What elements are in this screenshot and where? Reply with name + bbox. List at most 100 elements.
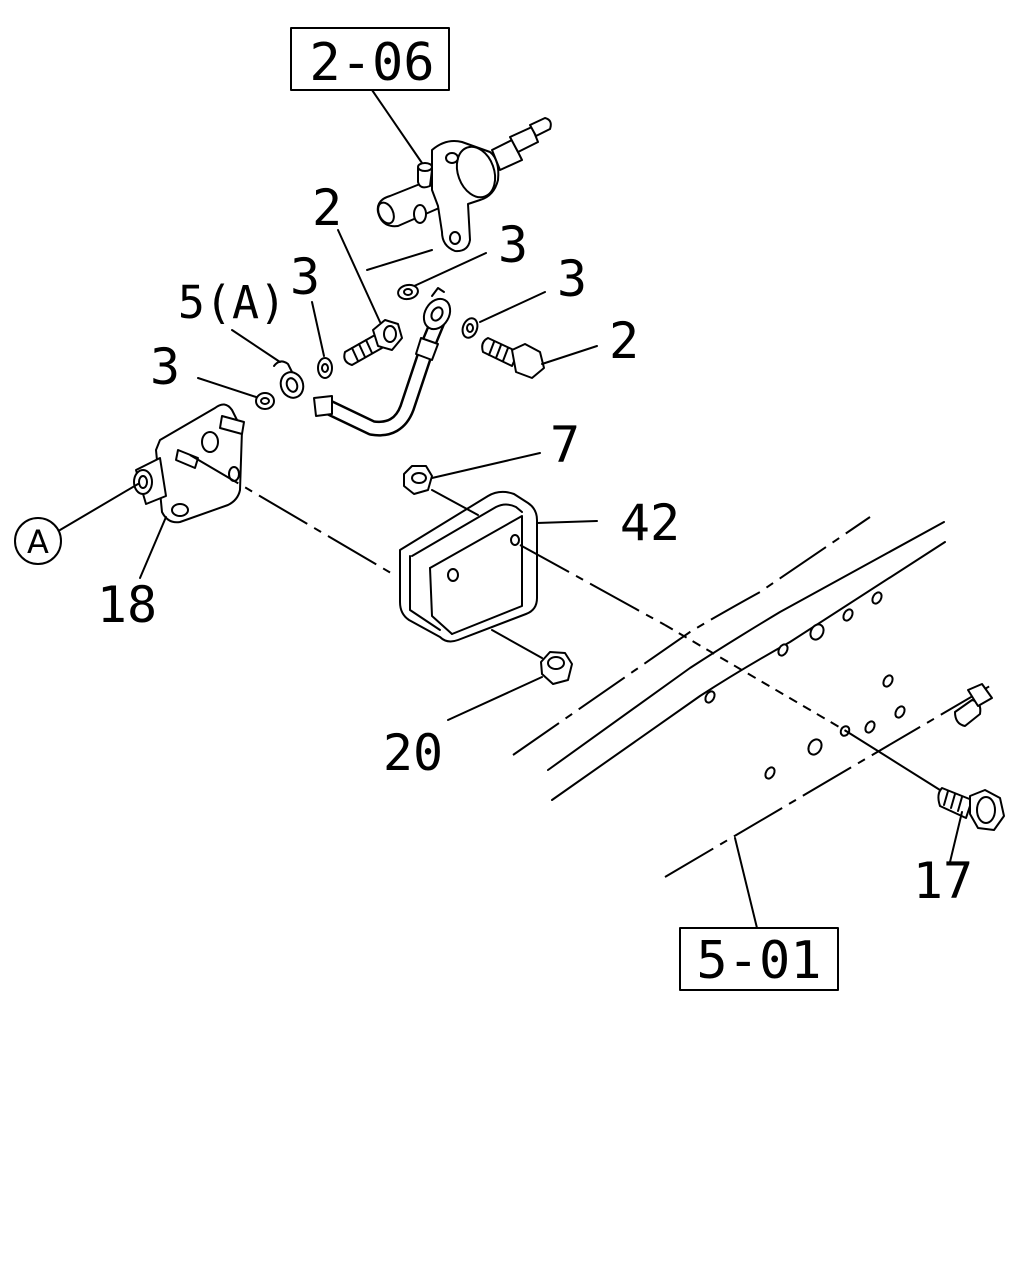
bolt-shank bbox=[937, 787, 973, 819]
bolt-head bbox=[511, 343, 545, 379]
body-port bbox=[445, 152, 459, 164]
center-line bbox=[189, 454, 397, 577]
callout-leader bbox=[411, 252, 487, 288]
bracket-lip bbox=[409, 555, 441, 631]
frame-fitting bbox=[954, 683, 993, 727]
frame-hole bbox=[807, 738, 823, 756]
inlet-fitting-top bbox=[417, 162, 433, 172]
bolt-head-face bbox=[383, 325, 397, 343]
clip bbox=[273, 360, 305, 399]
frame-hole bbox=[871, 591, 883, 605]
bracket-face bbox=[429, 515, 523, 635]
hidden-line bbox=[664, 624, 847, 732]
frame-flange-line bbox=[547, 521, 945, 771]
view-marker: A bbox=[14, 517, 62, 565]
washer-hole bbox=[466, 323, 474, 333]
callout-leader bbox=[536, 520, 598, 524]
bolt-thread bbox=[488, 341, 509, 362]
callout-label: 3 bbox=[557, 250, 587, 308]
callout-leader bbox=[311, 301, 325, 357]
frame-hole bbox=[864, 720, 876, 734]
bracket-hole bbox=[447, 568, 459, 582]
bracket-face bbox=[429, 567, 453, 635]
frame-flange-edge bbox=[512, 516, 871, 756]
callout-leader bbox=[431, 452, 541, 479]
callout-label: 3 bbox=[290, 248, 320, 306]
stub-end bbox=[377, 201, 395, 225]
reference-label-top: 2-06 bbox=[309, 33, 434, 93]
nut-upper bbox=[403, 465, 433, 495]
mounting-hole bbox=[449, 231, 461, 245]
assembly-line bbox=[431, 489, 479, 516]
reference-leader-bottom bbox=[734, 837, 758, 929]
frame-lower-flange bbox=[664, 682, 996, 878]
washers bbox=[255, 283, 479, 410]
view-marker-label: A bbox=[27, 523, 49, 561]
mounting-plate bbox=[133, 403, 245, 524]
callout-leader bbox=[337, 229, 381, 323]
assembly-line bbox=[845, 730, 941, 791]
callout-label: 7 bbox=[550, 416, 580, 474]
reference-box-frame bbox=[290, 27, 450, 91]
reference-box-bottom: 5-01 bbox=[679, 927, 839, 991]
plate-body bbox=[155, 403, 243, 524]
plate-stud bbox=[219, 415, 245, 435]
frame-hole bbox=[842, 608, 854, 622]
frame-rail bbox=[512, 516, 996, 878]
callout-label: 5(A) bbox=[178, 276, 286, 329]
reference-leader-top bbox=[371, 89, 423, 164]
callout-leader bbox=[231, 329, 281, 363]
leader-lines bbox=[59, 229, 963, 929]
frame-hole bbox=[704, 690, 716, 704]
cylinder-assembly bbox=[376, 117, 552, 253]
bolt-thread bbox=[943, 790, 963, 812]
plate-boss bbox=[201, 431, 219, 453]
callout-label: 17 bbox=[913, 852, 973, 910]
nut-bore bbox=[547, 656, 565, 670]
clip-hook bbox=[273, 360, 293, 373]
stub-hole bbox=[413, 204, 427, 224]
callout-leader bbox=[59, 483, 139, 531]
callout-leader bbox=[139, 516, 167, 579]
washer-hole bbox=[260, 397, 270, 405]
banjo-bolt-left bbox=[343, 319, 403, 366]
hose-bore bbox=[320, 310, 446, 435]
reference-label-bottom: 5-01 bbox=[696, 931, 821, 991]
callout-leader bbox=[949, 811, 963, 863]
frame-hole bbox=[882, 674, 894, 688]
callout-label: 3 bbox=[150, 338, 180, 396]
nut-bore bbox=[411, 472, 427, 484]
view-marker-circle bbox=[14, 517, 62, 565]
banjo-eye-hole bbox=[430, 306, 444, 322]
assembly-line bbox=[366, 249, 433, 271]
callout-labels: 2 3 3 5(A) 3 3 2 7 42 18 20 17 bbox=[97, 179, 973, 910]
plate-boss bbox=[171, 503, 189, 517]
bolt-shank bbox=[481, 337, 519, 367]
fitting-cap bbox=[967, 683, 993, 707]
frame-web-line bbox=[551, 541, 946, 801]
frame-holes bbox=[704, 591, 906, 780]
reference-box-frame bbox=[679, 927, 839, 991]
push-rod bbox=[529, 117, 552, 137]
frame-hole bbox=[777, 643, 789, 657]
callout-label: 18 bbox=[97, 576, 157, 634]
frame-bolt bbox=[937, 787, 1005, 831]
callout-leader bbox=[447, 676, 543, 721]
hose-collar bbox=[415, 337, 439, 361]
bolt-thread bbox=[351, 339, 373, 362]
frame-hole bbox=[894, 705, 906, 719]
hose-assembly bbox=[313, 287, 452, 437]
callout-label: 20 bbox=[383, 724, 443, 782]
reference-box-top: 2-06 bbox=[290, 27, 450, 93]
bracket bbox=[399, 490, 538, 643]
center-line bbox=[519, 544, 666, 626]
callout-label: 3 bbox=[498, 216, 528, 274]
callout-leader bbox=[541, 345, 598, 365]
washer-hole bbox=[403, 288, 413, 296]
bolt-flange bbox=[976, 796, 996, 824]
banjo-bolt-right bbox=[481, 337, 545, 379]
assembly-line bbox=[491, 629, 543, 659]
callout-label: 2 bbox=[609, 312, 639, 370]
callout-leader bbox=[479, 291, 546, 323]
bracket-edge bbox=[411, 503, 523, 557]
